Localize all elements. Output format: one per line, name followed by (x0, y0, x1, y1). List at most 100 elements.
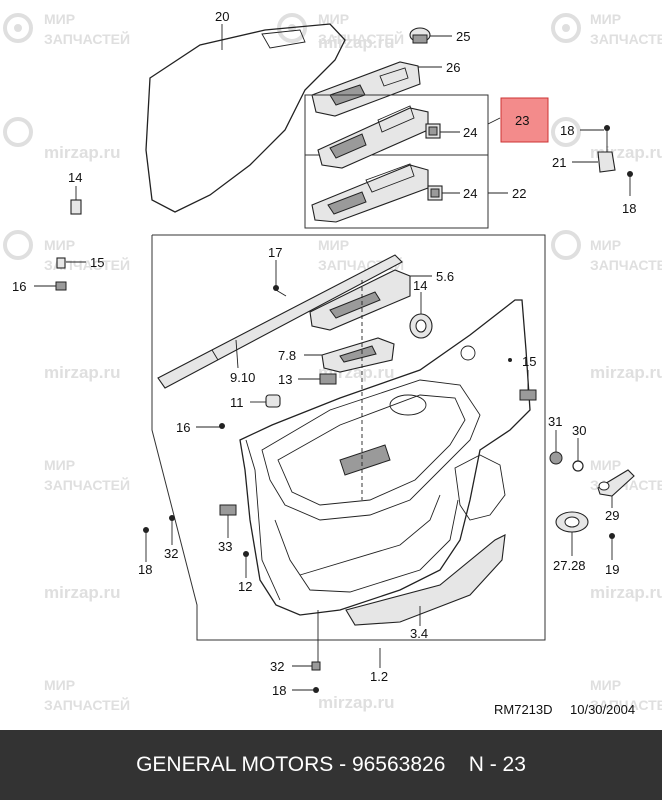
watermark-domain: mirzap.ru (44, 143, 121, 162)
label-part-33: 33 (218, 539, 232, 554)
watermark-domain: mirzap.ru (318, 693, 395, 712)
label-part-3-4: 3.4 (410, 626, 428, 641)
label-part-18-left: 18 (138, 562, 152, 577)
label-part-12: 12 (238, 579, 252, 594)
leader-lines (34, 24, 631, 691)
watermark-logo-word-1: МИР (590, 237, 621, 253)
watermark-logo-word-1: МИР (44, 11, 75, 27)
part-30-ring (572, 460, 584, 472)
watermark-domain: mirzap.ru (590, 583, 662, 602)
part-32-clip-left (169, 515, 175, 521)
watermark-logo-icon (3, 117, 33, 147)
part-18-screw-left (143, 527, 149, 533)
diagram-reference-code: RM7213D (494, 702, 553, 717)
part-18-screw-bottom (627, 171, 633, 177)
part-1-2-door-trim-panel (239, 299, 531, 616)
part-29-handle (597, 469, 635, 497)
part-16-screw-mid (219, 423, 225, 429)
watermark-logo-word-1: МИР (44, 237, 75, 253)
part-26-switch-bezel (311, 61, 421, 117)
part-14-clip (70, 199, 82, 215)
part-11-cap (265, 394, 281, 408)
label-part-13: 13 (278, 372, 292, 387)
part-5-6-armrest-top (309, 269, 411, 331)
part-15-clip-right (519, 389, 537, 401)
part-15-clip-left (56, 257, 66, 269)
label-part-32-bottom: 32 (270, 659, 284, 674)
label-part-15-right: 15 (522, 354, 536, 369)
part-18-screw-top (604, 125, 610, 152)
label-part-27-28: 27.28 (553, 558, 586, 573)
label-part-29: 29 (605, 508, 619, 523)
part-25-clip (409, 27, 431, 44)
watermark-logo-icon (551, 230, 581, 260)
label-part-18-bottom: 18 (272, 683, 286, 698)
label-part-22: 22 (512, 186, 526, 201)
watermark-domain: mirzap.ru (44, 583, 121, 602)
label-part-24-upper: 24 (463, 125, 477, 140)
watermark-logo-icon (3, 230, 33, 260)
watermark-logo-word-2: ЗАПЧАСТЕЙ (590, 256, 662, 273)
part-24-switch-upper (425, 123, 441, 139)
part-24-switch-lower (427, 185, 443, 201)
part-labels: 20 25 26 23 24 24 22 18 21 18 14 15 16 1… (12, 9, 636, 698)
exploded-parts-diagram: МИР ЗАПЧАСТЕЙ МИР ЗАПЧАСТЕЙ МИР ЗАПЧАСТЕ… (3, 9, 662, 717)
watermark-logo-word-2: ЗАПЧАСТЕЙ (44, 696, 130, 713)
part-14-grommet (409, 313, 433, 339)
part-20-cutout (261, 29, 306, 49)
label-part-9-10: 9.10 (230, 370, 255, 385)
watermark-logo-word-1: МИР (590, 11, 621, 27)
part-21-bracket (597, 151, 616, 173)
label-part-14-grommet: 14 (413, 278, 427, 293)
part-9-10-belt-molding (157, 254, 403, 389)
part-switch-assembly-lower (311, 163, 429, 223)
part-20-vapor-barrier (145, 23, 346, 213)
label-part-30: 30 (572, 423, 586, 438)
part-13-clip (319, 373, 337, 385)
label-part-20: 20 (215, 9, 229, 24)
watermark-logo-word-1: МИР (44, 457, 75, 473)
label-part-1-2: 1.2 (370, 669, 388, 684)
watermark-logo-icon (3, 13, 33, 43)
footer-part-info: GENERAL MOTORS - 96563826 N - 23 (136, 753, 526, 776)
watermark-logo-word-1: МИР (318, 11, 349, 27)
label-part-21: 21 (552, 155, 566, 170)
label-part-24-lower: 24 (463, 186, 477, 201)
watermark-domain: mirzap.ru (44, 363, 121, 382)
watermark-logo-icon (551, 13, 581, 43)
watermark-domain: mirzap.ru (590, 363, 662, 382)
part-3-4-map-pocket (345, 534, 506, 626)
part-31-bushing (549, 451, 563, 465)
label-part-11: 11 (230, 395, 244, 410)
label-part-25: 25 (456, 29, 470, 44)
watermark-logo-word-1: МИР (318, 237, 349, 253)
footer-bar: GENERAL MOTORS - 96563826 N - 23 (0, 730, 662, 800)
watermark-domain: mirzap.ru (318, 33, 395, 52)
label-part-31: 31 (548, 414, 562, 429)
watermark-logo-word-2: ЗАПЧАСТЕЙ (44, 476, 130, 493)
label-part-19: 19 (605, 562, 619, 577)
label-part-18-right: 18 (622, 201, 636, 216)
label-part-23: 23 (515, 113, 529, 128)
label-part-26: 26 (446, 60, 460, 75)
watermark-logo-word-1: МИР (590, 677, 621, 693)
label-part-7-8: 7.8 (278, 348, 296, 363)
label-part-18-top: 18 (560, 123, 574, 138)
watermark-logo-word-2: ЗАПЧАСТЕЙ (590, 696, 662, 713)
main-trim-frame (151, 234, 546, 641)
watermark-logo-word-2: ЗАПЧАСТЕЙ (44, 30, 130, 47)
part-33-clip (219, 504, 237, 516)
part-7-8-pull-cup (321, 337, 395, 373)
label-part-15-left: 15 (90, 255, 104, 270)
part-32-clip-bottom (311, 661, 321, 671)
watermark-logo-icon (551, 117, 581, 147)
part-23-highlight-box (500, 97, 549, 143)
part-17-screw (273, 285, 287, 297)
part-16-screw-left (55, 281, 67, 291)
watermark-logo-word-1: МИР (44, 677, 75, 693)
label-part-16-left: 16 (12, 279, 26, 294)
watermark-logo-word-2: ЗАПЧАСТЕЙ (590, 30, 662, 47)
part-12-screw (243, 551, 249, 557)
part-27-28-handle-bezel (555, 511, 589, 533)
label-part-32-left: 32 (164, 546, 178, 561)
